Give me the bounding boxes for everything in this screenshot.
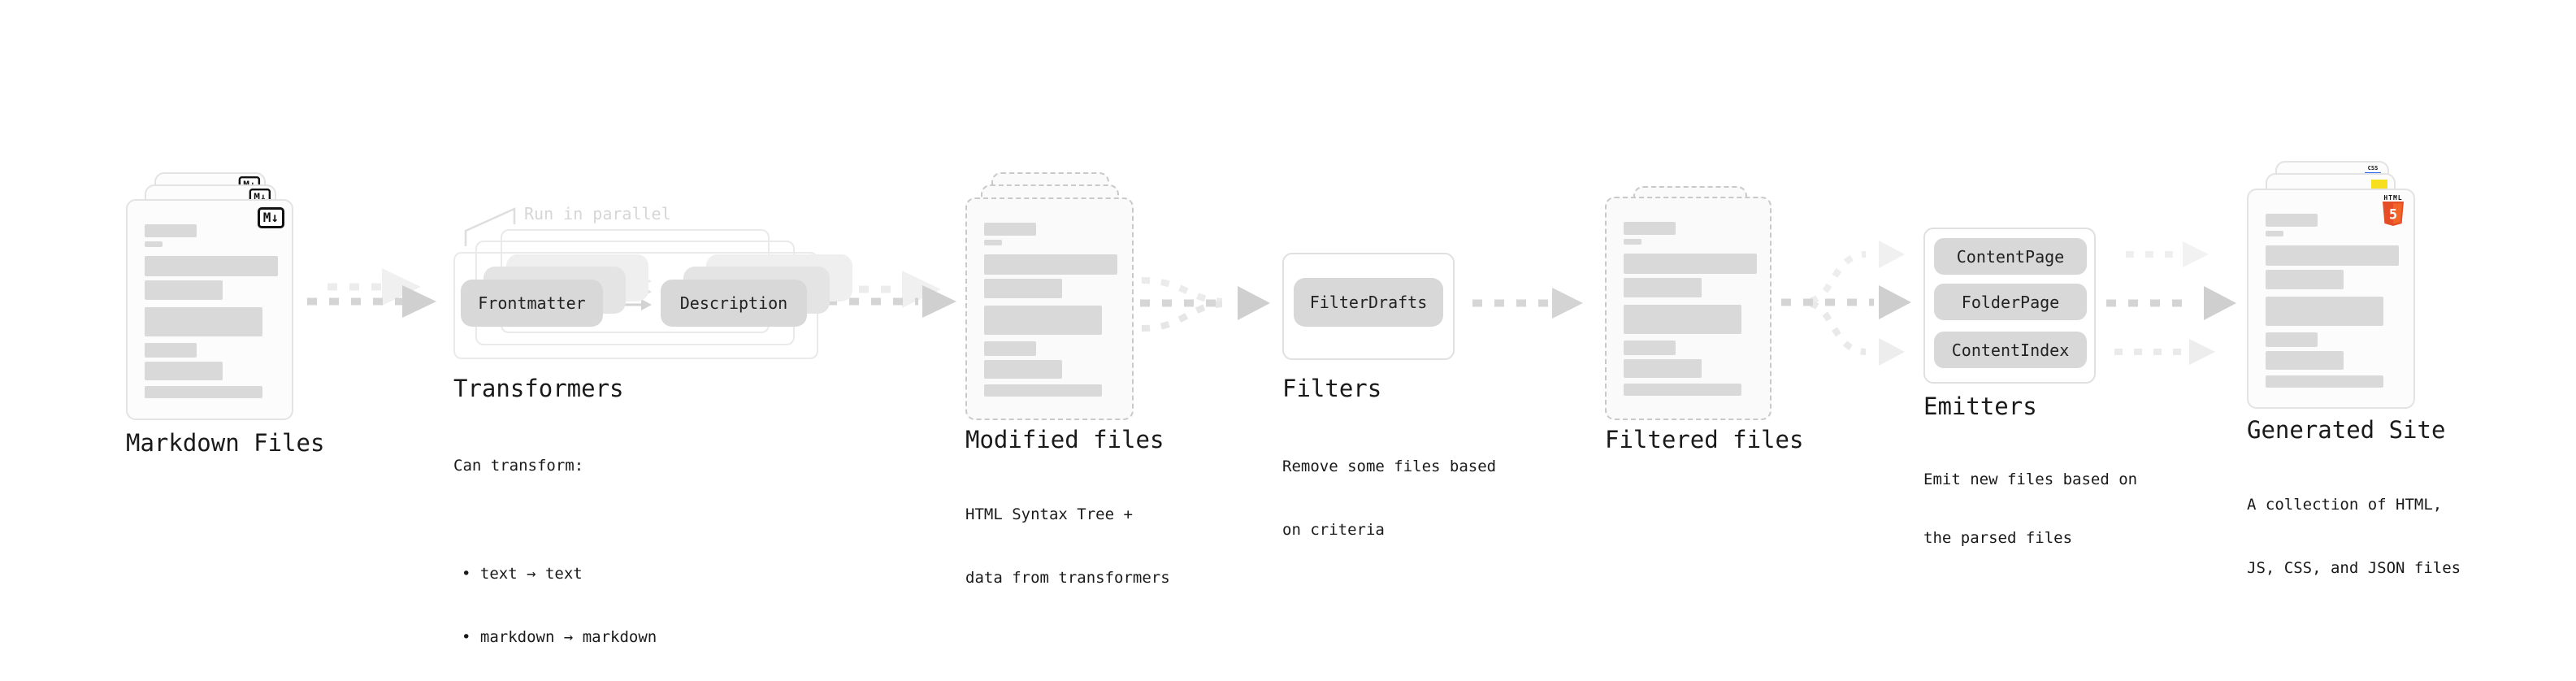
skeleton-line [145, 256, 278, 276]
markdown-logo-icon: M↓ [257, 207, 284, 228]
desc-line: on criteria [1282, 521, 1385, 539]
skeleton-line [2266, 214, 2318, 227]
skeleton-line [984, 279, 1062, 298]
arrow-filtered-to-emitters [1781, 241, 1911, 366]
bullet-item: • text → text [462, 565, 583, 583]
skeleton-line [1624, 254, 1757, 274]
document-skeleton [145, 224, 278, 398]
frontmatter-node: Frontmatter [461, 280, 603, 327]
skeleton-line [984, 223, 1036, 236]
skeleton-line [1624, 305, 1741, 334]
skeleton-line [984, 341, 1036, 356]
skeleton-line [984, 384, 1102, 397]
filters-description: Remove some files based on criteria [1282, 414, 1496, 583]
filtered-file-card-front [1605, 197, 1772, 420]
skeleton-line [984, 254, 1117, 275]
skeleton-line [145, 362, 223, 380]
arrow-emitters-to-generated [2106, 241, 2236, 365]
transformers-description: Can transform: • text → text • markdown … [453, 413, 657, 681]
emitters-label: Emitters [1923, 393, 2037, 420]
skeleton-line [145, 343, 197, 358]
document-skeleton [2266, 214, 2399, 388]
modified-files-label: Modified files [965, 426, 1164, 453]
skeleton-line [984, 360, 1062, 379]
skeleton-line [2266, 231, 2283, 236]
skeleton-line [145, 386, 262, 398]
arrow-modified-to-filters [1140, 277, 1270, 332]
modified-files-description: HTML Syntax Tree + data from transformer… [965, 462, 1170, 631]
skeleton-line [2266, 297, 2383, 326]
skeleton-line [2266, 375, 2383, 388]
generated-site-description: A collection of HTML, JS, CSS, and JSON … [2247, 452, 2461, 621]
skeleton-line [1624, 359, 1702, 378]
skeleton-line [1624, 384, 1741, 396]
desc-line: the parsed files [1923, 529, 2073, 547]
document-skeleton [984, 223, 1117, 397]
run-in-parallel-annotation: Run in parallel [524, 204, 671, 223]
skeleton-line [1624, 278, 1702, 297]
filters-label: Filters [1282, 375, 1382, 402]
generated-site-label: Generated Site [2247, 416, 2446, 444]
desc-line: data from transformers [965, 569, 1170, 587]
js-logo-icon [2371, 180, 2387, 189]
skeleton-line [984, 240, 1002, 245]
filterdrafts-node: FilterDrafts [1294, 278, 1443, 327]
desc-line: A collection of HTML, [2247, 496, 2443, 514]
transformers-bullet-list: • text → text • markdown → markdown • ht… [453, 521, 657, 681]
desc-line: Remove some files based [1282, 458, 1497, 475]
desc-line: HTML Syntax Tree + [965, 505, 1133, 523]
skeleton-line [2266, 351, 2344, 370]
skeleton-line [1624, 340, 1676, 355]
markdown-file-card-front: M↓ [126, 199, 293, 420]
folderpage-node: FolderPage [1934, 284, 2087, 320]
skeleton-line [145, 280, 223, 300]
arrow-markdown-to-transformers [307, 268, 436, 318]
skeleton-line [2266, 332, 2318, 347]
skeleton-line [145, 224, 197, 237]
document-skeleton [1624, 222, 1757, 396]
emitters-description: Emit new files based on the parsed files [1923, 431, 2137, 587]
skeleton-line [145, 241, 163, 247]
transformers-desc-heading: Can transform: [453, 457, 584, 475]
desc-line: JS, CSS, and JSON files [2247, 559, 2461, 577]
description-node: Description [661, 280, 807, 327]
arrow-filters-to-filtered [1472, 288, 1583, 319]
svg-text:5: 5 [2389, 207, 2397, 223]
desc-line: Emit new files based on [1923, 471, 2138, 488]
skeleton-line [2266, 245, 2399, 266]
skeleton-line [984, 306, 1102, 335]
skeleton-line [1624, 222, 1676, 235]
skeleton-line [2266, 270, 2344, 289]
filtered-files-label: Filtered files [1605, 426, 1804, 453]
skeleton-line [145, 307, 262, 336]
contentindex-node: ContentIndex [1934, 332, 2087, 368]
bullet-item: • markdown → markdown [462, 628, 657, 646]
transformers-label: Transformers [453, 375, 624, 402]
contentpage-node: ContentPage [1934, 238, 2087, 275]
markdown-files-label: Markdown Files [126, 429, 325, 457]
html5-logo-icon: HTML 5 [2379, 194, 2407, 230]
modified-file-card-front [965, 197, 1134, 420]
skeleton-line [1624, 239, 1641, 245]
generated-html-file-card: HTML 5 [2247, 189, 2415, 409]
